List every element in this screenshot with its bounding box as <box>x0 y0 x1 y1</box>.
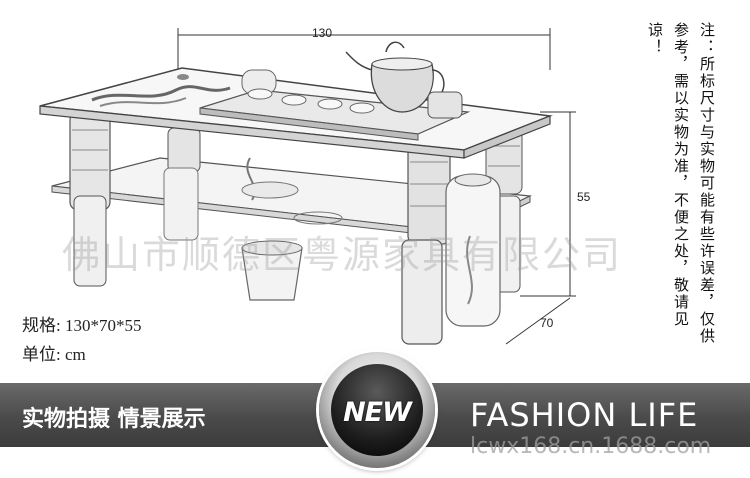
banner-left-text: 实物拍摄 情景展示 <box>22 407 206 432</box>
dimension-lines <box>177 28 576 345</box>
tea-tray <box>199 69 471 141</box>
width-label: 130 <box>312 26 333 40</box>
depth-dimension-line <box>505 297 571 345</box>
waste-bin <box>241 240 303 301</box>
site-watermark: lcwx168.cn.1688.com <box>470 434 712 459</box>
size-disclaimer-note: 注：所标尺寸与实物可能有些许误差，仅供参考，需以实物为准，不便之处，敬请见谅！ <box>646 22 716 345</box>
kettle <box>345 41 463 119</box>
company-watermark: 佛山市顺德区粤源家具有限公司 <box>62 233 623 277</box>
banner-right-text: FASHION LIFE <box>470 396 699 434</box>
depth-label: 70 <box>540 316 554 330</box>
spec-unit: 单位: cm <box>22 345 86 364</box>
new-badge-text: NEW <box>343 397 412 428</box>
spec-size: 规格: 130*70*55 <box>22 316 142 335</box>
water-jug <box>445 173 501 327</box>
height-label: 55 <box>577 190 591 204</box>
new-badge: NEW <box>319 352 435 468</box>
new-badge-inner: NEW <box>331 364 423 456</box>
